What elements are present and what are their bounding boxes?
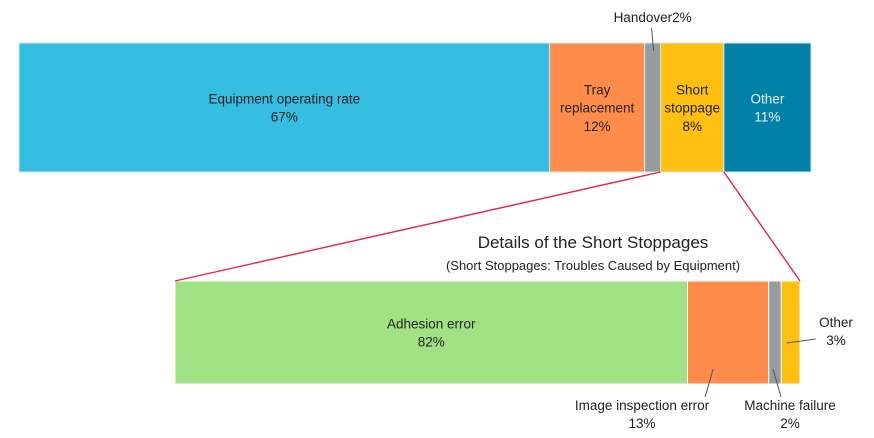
segment-label: Handover2% [614,10,692,25]
segment-label-line: Adhesion error [387,316,476,331]
leader-line [651,27,655,52]
bar-segment-other [723,42,812,173]
leader-line [786,338,816,344]
bar-segment-equipment-operating-rate [18,42,551,173]
segment-name: Handover [614,10,673,25]
segment-label-line: 13% [628,416,655,431]
segment-label: Equipment operating rate 67% [209,91,361,124]
segment-label-line: Short [676,82,709,97]
leader-line [772,368,782,398]
segment-label: Tray replacement 12% [560,82,635,133]
segment-label: Short stoppage 8% [664,82,720,133]
segment-label-line: Other [819,315,853,330]
segment-label-line: 12% [584,119,611,134]
segment-label-line: 3% [826,333,846,348]
segment-label-line: Equipment operating rate [209,91,361,106]
segment-label-line: 67% [271,110,298,125]
segment-label-line: 2% [780,416,800,431]
segment-label-line: 11% [754,110,780,125]
connector-line-left [174,171,661,282]
segment-label-line: Image inspection error [575,398,710,413]
leader-line [704,368,714,398]
segment-label: Machine failure 2% [744,398,836,431]
bar-segment-tray-replacement [549,42,646,173]
segment-label: Other 11% [751,91,785,124]
bar-segment-short-stoppage [660,42,725,173]
bar-segment-adhesion-error [174,280,688,385]
connector-line-right [723,171,801,282]
segment-label: Image inspection error 13% [575,398,710,431]
bar-segment-image-inspection-error [687,280,770,385]
bar-segment-handover [644,42,662,173]
segment-label: Adhesion error 82% [387,316,476,349]
segment-value: 2% [672,10,692,25]
segment-label-line: replacement [560,101,635,116]
segment-label-line: Other [751,91,785,106]
chart-title: Details of the Short Stoppages [478,233,709,252]
segment-label: Other 3% [819,315,853,348]
segment-label-line: stoppage [664,101,720,116]
segment-label-line: 8% [682,119,702,134]
segment-label-line: 82% [418,335,445,350]
bar-segment-machine-failure [768,280,782,385]
chart-subtitle: (Short Stoppages: Troubles Caused by Equ… [446,258,740,273]
bar-segment-other [780,280,801,385]
segment-label-line: Tray [584,82,611,97]
segment-label-line: Machine failure [744,398,836,413]
